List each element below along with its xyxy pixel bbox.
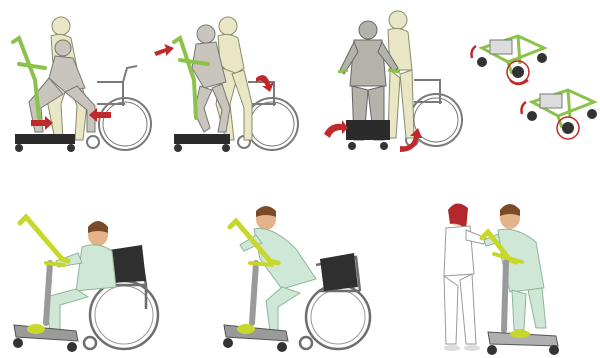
base-wheel: [380, 142, 388, 150]
caster-wheel: [527, 111, 537, 121]
caster-wheel: [562, 122, 574, 134]
red-arrow-icon: [324, 120, 348, 138]
caster-wheel: [512, 66, 524, 78]
base-wheel: [223, 338, 233, 348]
red-arrow-icon: [256, 75, 274, 92]
lift-base: [15, 134, 75, 144]
base-wheel: [549, 345, 559, 355]
patient-figure: [484, 204, 546, 330]
caster-wheel: [477, 57, 487, 67]
panel-nurse-assist: [436, 200, 596, 356]
nurse-figure: [444, 203, 486, 351]
panel-wheelchair-pull: [6, 205, 166, 355]
panel-standing-lift: [152, 8, 302, 158]
base-wheel: [13, 338, 23, 348]
panel-seated-hold: [5, 8, 155, 158]
base-wheel: [174, 144, 182, 152]
base-wheel: [222, 144, 230, 152]
lift-base: [174, 134, 230, 144]
lift-base: [346, 120, 390, 140]
base-wheel: [277, 342, 287, 352]
panel-assisted-stand: [220, 205, 380, 355]
lift-frame: [20, 217, 68, 323]
footplate: [490, 40, 512, 54]
base-wheel: [487, 345, 497, 355]
foot-pad: [510, 330, 530, 338]
panel-walk-turn: [316, 8, 466, 158]
foot-pad: [27, 324, 45, 334]
patient-figure: [46, 221, 116, 333]
caster-wheel: [537, 53, 547, 63]
panel-wheel-brakes: [468, 18, 598, 148]
footplate: [540, 94, 562, 108]
base-wheel: [67, 144, 75, 152]
base-wheel: [15, 144, 23, 152]
base-wheel: [348, 142, 356, 150]
caster-wheel: [587, 109, 597, 119]
wheelchair-seat-back: [320, 253, 358, 291]
foot-pad: [237, 324, 255, 334]
rotation-arrow-icon: [522, 102, 527, 114]
base-wheel: [67, 342, 77, 352]
wheelchair: [87, 66, 151, 150]
caregiver-figure: [388, 11, 414, 138]
lift-base: [14, 325, 78, 341]
red-arrow-icon: [154, 44, 174, 56]
rotation-arrow-icon: [472, 46, 477, 58]
